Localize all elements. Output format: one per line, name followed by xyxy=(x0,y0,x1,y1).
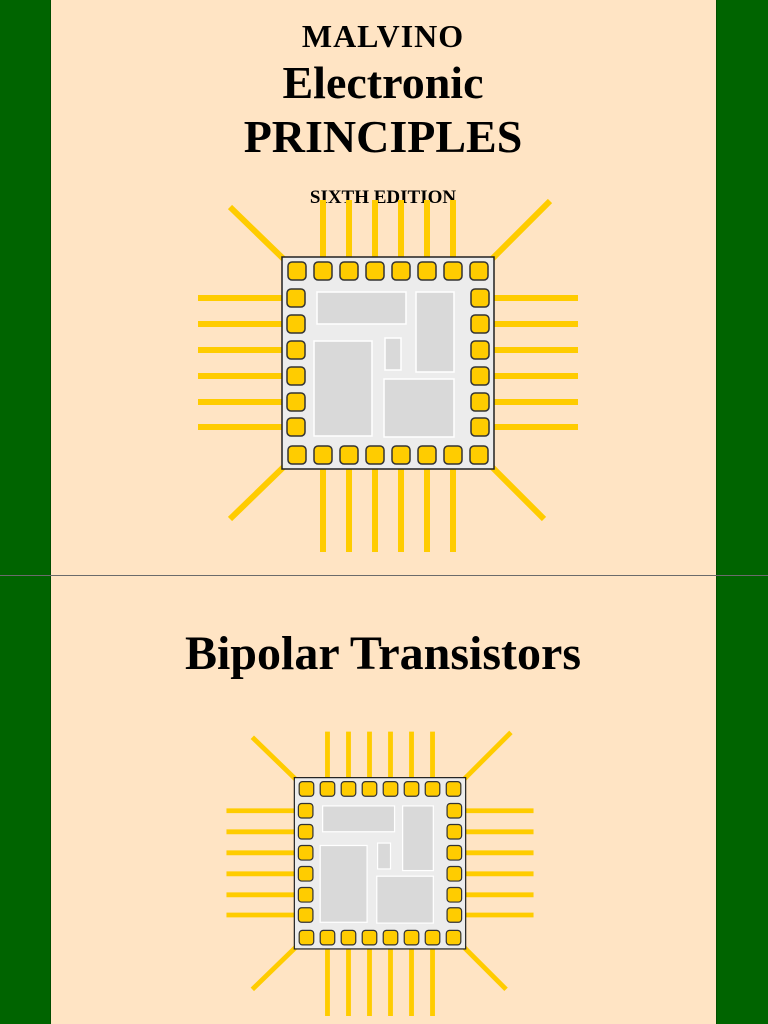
bond-pad xyxy=(286,314,306,334)
bond-pad xyxy=(445,929,462,946)
bond-pad xyxy=(340,781,357,797)
bond-pad xyxy=(286,417,306,437)
bond-pad xyxy=(470,288,490,308)
bond-pad xyxy=(297,886,314,903)
bond-pad xyxy=(287,445,307,465)
chapter-slide: Bipolar Transistors xyxy=(0,576,768,1024)
bond-pad xyxy=(470,392,490,412)
bond-pad xyxy=(424,781,441,797)
bond-pad xyxy=(446,823,463,840)
bond-pad xyxy=(446,907,463,923)
bond-pad xyxy=(446,886,463,903)
bond-pad xyxy=(287,261,307,281)
die-block xyxy=(319,844,368,923)
bond-pad xyxy=(298,781,315,797)
bond-pad xyxy=(470,366,490,386)
bond-pad xyxy=(445,781,462,797)
bond-pad xyxy=(469,261,489,281)
right-green-bar xyxy=(716,0,768,575)
bond-pad xyxy=(403,781,420,797)
die-block xyxy=(383,378,455,438)
bond-pad xyxy=(339,261,359,281)
die-block xyxy=(402,805,434,872)
bond-pad xyxy=(286,340,306,360)
bond-pad xyxy=(446,844,463,861)
bond-pad xyxy=(424,929,441,946)
chapter-title: Bipolar Transistors xyxy=(184,627,582,680)
bond-pad xyxy=(417,261,437,281)
bond-pad xyxy=(446,802,463,819)
die-block xyxy=(415,291,455,373)
left-green-bar xyxy=(0,0,51,575)
bond-pad xyxy=(297,907,314,923)
cover-slide: MALVINO Electronic PRINCIPLES SIXTH EDIT… xyxy=(0,0,768,575)
bond-pad xyxy=(297,844,314,861)
bond-pad xyxy=(470,340,490,360)
bond-pad xyxy=(286,366,306,386)
bond-pad xyxy=(340,929,357,946)
bond-pad xyxy=(417,445,437,465)
bond-pad xyxy=(339,445,359,465)
bond-pad xyxy=(365,445,385,465)
bond-pad xyxy=(286,288,306,308)
bond-pad xyxy=(391,445,411,465)
bond-pad xyxy=(361,929,378,946)
bond-pad xyxy=(297,865,314,882)
bond-pad xyxy=(361,781,378,797)
bond-pad xyxy=(319,929,336,946)
bond-pad xyxy=(382,929,399,946)
chip-icon xyxy=(226,730,534,1017)
bond-pad xyxy=(319,781,336,797)
bond-pad xyxy=(298,929,315,946)
bond-pad xyxy=(443,261,463,281)
die-block xyxy=(316,291,407,325)
bond-pad xyxy=(313,445,333,465)
bond-pad xyxy=(382,781,399,797)
bond-pad xyxy=(470,314,490,334)
bond-pad xyxy=(391,261,411,281)
bond-pad xyxy=(469,445,489,465)
die-block xyxy=(313,340,373,437)
die-block xyxy=(322,805,396,833)
book-title-line2: PRINCIPLES xyxy=(243,111,523,162)
bond-pad xyxy=(286,392,306,412)
die-block xyxy=(376,842,392,870)
bond-pad xyxy=(446,865,463,882)
bond-pad xyxy=(297,823,314,840)
bond-pad xyxy=(443,445,463,465)
bond-pad xyxy=(313,261,333,281)
author-name: MALVINO xyxy=(301,18,465,54)
left-green-bar xyxy=(0,576,51,1024)
bond-pad xyxy=(470,417,490,437)
bond-pad xyxy=(403,929,420,946)
bond-pad xyxy=(297,802,314,819)
chip-icon xyxy=(198,198,578,552)
die-block xyxy=(384,337,402,371)
slide-divider xyxy=(0,575,768,576)
bond-pad xyxy=(365,261,385,281)
right-green-bar xyxy=(716,576,768,1024)
die-block xyxy=(376,875,434,924)
book-title-line1: Electronic xyxy=(282,57,484,108)
